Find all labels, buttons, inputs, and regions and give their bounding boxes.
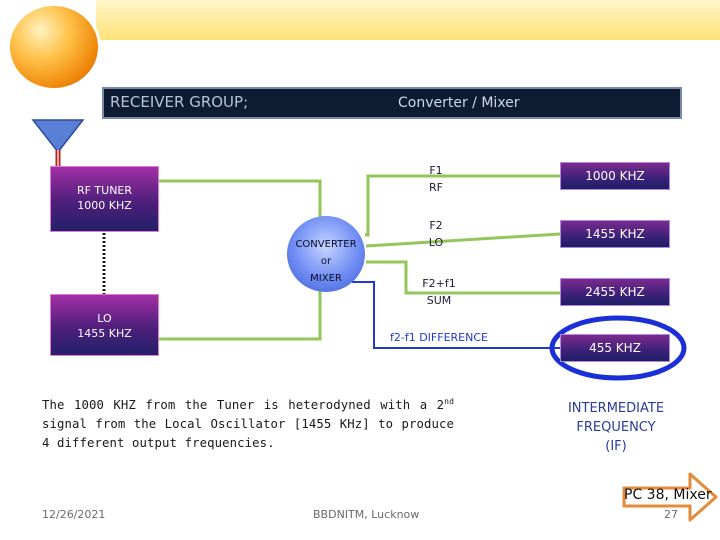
mixer-node: CONVERTER or MIXER — [287, 216, 365, 292]
para-superscript: nd — [444, 397, 454, 406]
output-box-sum: 2455 KHZ — [560, 278, 670, 306]
output-label-f2: F2 LO — [420, 217, 452, 251]
output-label-sum: F2+f1 SUM — [418, 275, 460, 309]
f1-name: F1 — [429, 164, 443, 177]
para-text-2: signal from the Local Oscillator [1455 K… — [42, 417, 454, 451]
if-line-2: FREQUENCY — [576, 420, 656, 435]
f2-name: F2 — [429, 219, 443, 232]
para-text-1: The 1000 KHZ from the Tuner is heterodyn… — [42, 398, 445, 413]
globe-logo-icon — [10, 6, 98, 88]
next-arrow-icon — [622, 472, 718, 522]
description-paragraph: The 1000 KHZ from the Tuner is heterodyn… — [42, 392, 454, 453]
f2-desc: LO — [428, 236, 444, 249]
header-subtitle: Converter / Mixer — [398, 95, 520, 111]
wire-lo-mixer — [159, 288, 322, 341]
output-label-f1: F1 RF — [420, 162, 452, 196]
output-box-rf: 1000 KHZ — [560, 162, 670, 190]
wire-tuner-mixer — [159, 179, 322, 220]
rf-tuner-block: RF TUNER 1000 KHZ — [50, 166, 159, 232]
mixer-label-3: MIXER — [310, 273, 342, 284]
wire-out-f1 — [365, 174, 560, 237]
next-slide-link[interactable]: PC 38, Mixer — [624, 487, 712, 503]
if-line-3: (IF) — [605, 439, 627, 454]
footer-date: 12/26/2021 — [42, 508, 106, 521]
mixer-label-1: CONVERTER — [295, 239, 357, 250]
footer-page-number: 27 — [664, 508, 678, 521]
header-bar — [102, 87, 682, 119]
if-line-1: INTERMEDIATE — [567, 401, 665, 416]
difference-label: f2-f1 DIFFERENCE — [390, 331, 488, 344]
lo-label: LO — [97, 312, 112, 325]
if-highlight-ellipse — [549, 315, 687, 381]
mixer-label-2: or — [320, 256, 332, 267]
sum-name: F2+f1 — [422, 277, 456, 290]
lo-frequency: 1455 KHZ — [77, 327, 132, 340]
tuner-label: RF TUNER — [76, 184, 133, 197]
output-box-lo: 1455 KHZ — [560, 220, 670, 248]
f1-desc: RF — [429, 181, 443, 194]
sum-desc: SUM — [426, 294, 452, 307]
if-label: INTERMEDIATE FREQUENCY (IF) — [560, 399, 672, 456]
footer-institution: BBDNITM, Lucknow — [313, 508, 420, 521]
output-box-if: 455 KHZ — [560, 334, 670, 362]
wire-out-diff — [352, 281, 560, 349]
local-oscillator-block: LO 1455 KHZ — [50, 294, 159, 356]
wire-out-f2 — [365, 232, 561, 248]
wire-out-sum — [366, 260, 560, 295]
title-banner — [96, 0, 720, 40]
tuner-frequency: 1000 KHZ — [77, 199, 132, 212]
header-title: RECEIVER GROUP; — [110, 93, 249, 111]
